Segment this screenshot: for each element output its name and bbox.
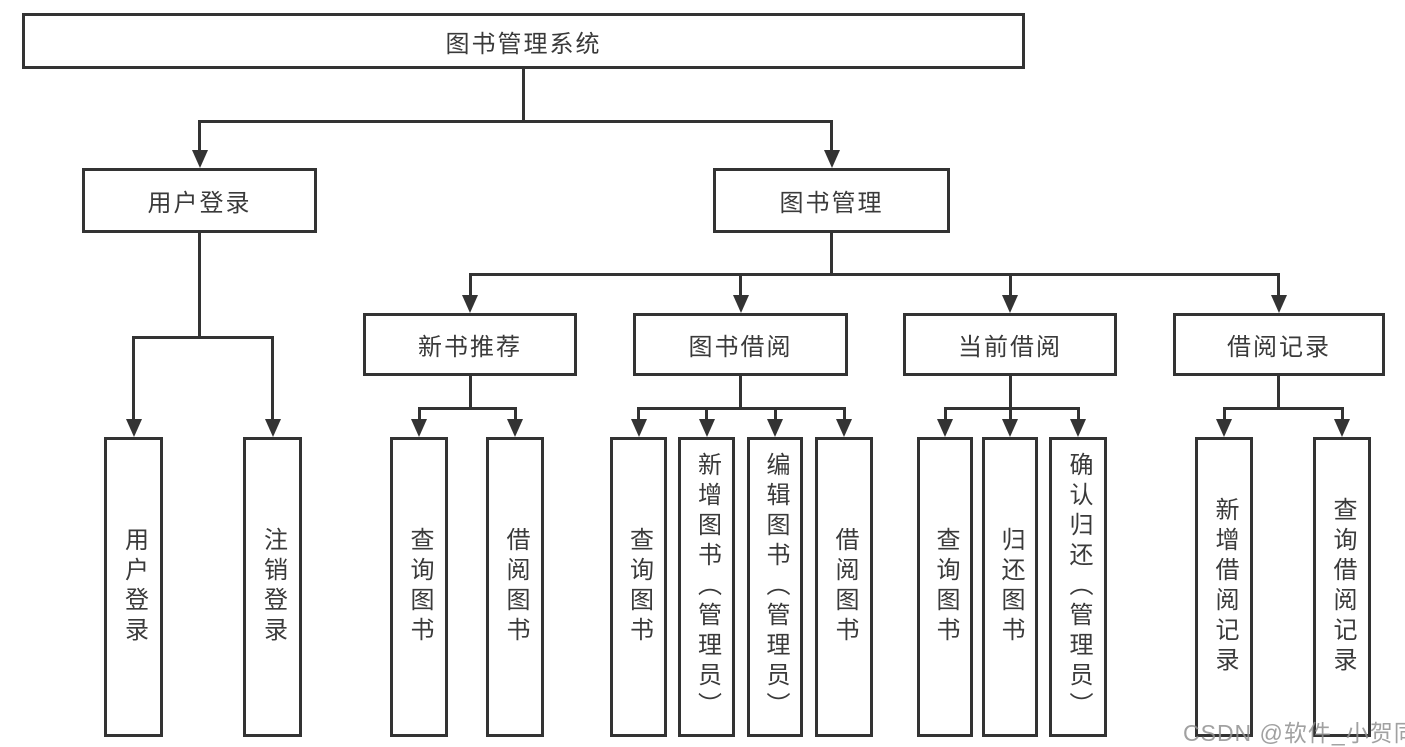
leaf-logout: 注销登录 — [243, 437, 302, 737]
leaf-label: 借阅图书 — [831, 527, 858, 647]
connector-newbook-hline — [417, 407, 515, 410]
connector-current-shaft-1 — [943, 407, 947, 421]
arrow-down-icon — [698, 419, 715, 437]
leaf-return-books: 归还图书 — [982, 437, 1038, 737]
arrow-down-icon — [1270, 295, 1287, 313]
connector-current-shaft-3 — [1076, 407, 1080, 421]
leaf-label: 查询借阅记录 — [1329, 497, 1356, 677]
arrow-down-icon — [191, 150, 208, 168]
arrow-down-icon — [630, 419, 647, 437]
connector-borrowing-hline — [637, 407, 846, 410]
connector-borrowing-shaft-2 — [705, 407, 708, 421]
node-borrowing-records: 借阅记录 — [1173, 313, 1385, 376]
leaf-label: 新增借阅记录 — [1211, 497, 1238, 677]
arrow-down-icon — [823, 150, 840, 168]
connector-borrowing-vline — [739, 376, 742, 407]
arrow-down-icon — [264, 419, 281, 437]
leaf-user-login: 用户登录 — [104, 437, 163, 737]
arrow-down-icon — [767, 419, 783, 437]
arrow-down-icon — [507, 419, 523, 437]
connector-records-hline — [1222, 407, 1344, 410]
arrow-down-icon — [125, 419, 142, 437]
connector-current-shaft-2 — [1008, 407, 1012, 421]
leaf-label: 注销登录 — [259, 527, 287, 647]
leaf-borrow-books-borrowing: 借阅图书 — [815, 437, 873, 737]
connector-bookmgmt-shaft-2 — [739, 273, 742, 298]
csdn-watermark: CSDN @软件_小贺同学 — [1183, 720, 1405, 746]
leaf-label: 用户登录 — [120, 527, 148, 647]
arrow-down-icon — [1070, 419, 1086, 437]
leaf-query-books-current: 查询图书 — [917, 437, 973, 737]
node-new-book-recommendation: 新书推荐 — [363, 313, 577, 376]
node-label: 图书借阅 — [688, 334, 793, 361]
leaf-label: 归还图书 — [997, 527, 1024, 647]
connector-root-vline — [522, 69, 525, 120]
connector-bookmgmt-shaft-3 — [1008, 273, 1012, 298]
connector-bookmgmt-shaft-1 — [468, 273, 472, 298]
node-label: 当前借阅 — [958, 334, 1062, 361]
leaf-label: 新增图书（管理员） — [693, 452, 721, 722]
connector-records-shaft-1 — [1222, 407, 1226, 421]
arrow-down-icon — [1334, 419, 1350, 437]
arrow-down-icon — [937, 419, 953, 437]
node-book-borrowing: 图书借阅 — [633, 313, 848, 376]
node-library-management-system: 图书管理系统 — [22, 13, 1025, 69]
connector-current-vline — [1008, 376, 1012, 407]
connector-bookmgmt-vline — [830, 233, 833, 273]
leaf-query-books-recommend: 查询图书 — [390, 437, 448, 737]
node-book-management: 图书管理 — [713, 168, 950, 233]
leaf-add-borrow-record: 新增借阅记录 — [1195, 437, 1253, 737]
leaf-add-books-admin: 新增图书（管理员） — [678, 437, 735, 737]
connector-userlogin-shaft-1 — [132, 336, 135, 421]
arrow-down-icon — [411, 419, 427, 437]
leaf-borrow-books-recommend: 借阅图书 — [486, 437, 544, 737]
connector-current-hline — [943, 407, 1080, 410]
connector-root-shaft-left — [198, 120, 201, 152]
connector-root-shaft-right — [830, 120, 833, 152]
node-current-borrowing: 当前借阅 — [903, 313, 1117, 376]
node-label: 图书管理系统 — [445, 30, 602, 58]
connector-borrowing-shaft-3 — [773, 407, 777, 421]
leaf-label: 编辑图书（管理员） — [762, 452, 789, 722]
connector-userlogin-hline — [132, 336, 273, 339]
connector-records-shaft-2 — [1340, 407, 1344, 421]
connector-borrowing-shaft-4 — [842, 407, 846, 421]
node-label: 借阅记录 — [1227, 334, 1331, 361]
connector-bookmgmt-shaft-4 — [1277, 273, 1280, 298]
leaf-label: 确认归还（管理员） — [1065, 452, 1092, 722]
node-label: 图书管理 — [779, 190, 884, 217]
arrow-down-icon — [1002, 419, 1018, 437]
leaf-edit-books-admin: 编辑图书（管理员） — [747, 437, 803, 737]
connector-newbook-vline — [468, 376, 472, 407]
arrow-down-icon — [732, 295, 749, 313]
node-label: 新书推荐 — [418, 334, 522, 361]
connector-userlogin-shaft-2 — [271, 336, 274, 421]
leaf-query-borrow-record: 查询借阅记录 — [1313, 437, 1371, 737]
leaf-label: 查询图书 — [625, 527, 653, 647]
connector-userlogin-vline — [198, 233, 201, 336]
leaf-label: 借阅图书 — [502, 527, 529, 647]
connector-newbook-shaft-1 — [417, 407, 421, 421]
connector-records-vline — [1277, 376, 1280, 407]
leaf-confirm-return-admin: 确认归还（管理员） — [1049, 437, 1107, 737]
connector-root-hline — [198, 120, 832, 123]
node-user-login: 用户登录 — [82, 168, 317, 233]
arrow-down-icon — [836, 419, 852, 437]
node-label: 用户登录 — [147, 190, 252, 217]
connector-newbook-shaft-2 — [513, 407, 517, 421]
leaf-query-books-borrowing: 查询图书 — [610, 437, 667, 737]
arrow-down-icon — [462, 295, 478, 313]
arrow-down-icon — [1216, 419, 1232, 437]
leaf-label: 查询图书 — [406, 527, 433, 647]
connector-borrowing-shaft-1 — [637, 407, 640, 421]
leaf-label: 查询图书 — [932, 527, 959, 647]
arrow-down-icon — [1002, 295, 1018, 313]
connector-bookmgmt-hline — [468, 273, 1279, 276]
